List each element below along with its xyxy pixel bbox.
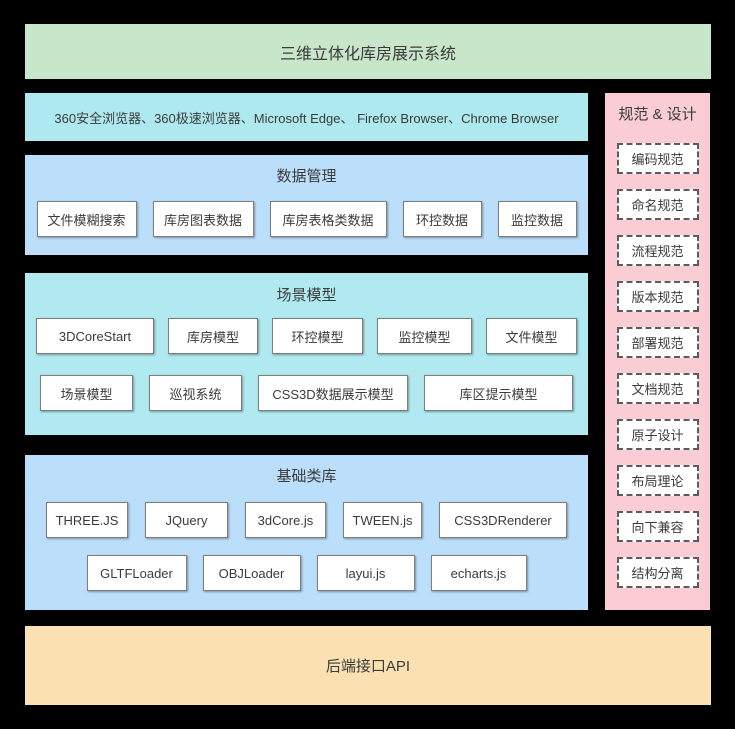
spec-item: 流程规范	[616, 235, 699, 266]
module-box: 文件模糊搜索	[36, 201, 137, 237]
spec-items-list: 编码规范命名规范流程规范版本规范部署规范文档规范原子设计布局理论向下兼容结构分离	[605, 143, 710, 588]
main-column: 360安全浏览器、360极速浏览器、Microsoft Edge、 Firefo…	[25, 93, 588, 610]
backend-api-label: 后端接口API	[325, 658, 411, 675]
spec-item: 向下兼容	[616, 511, 699, 542]
spec-item: 部署规范	[616, 327, 699, 358]
section-title: 数据管理	[276, 168, 337, 185]
spec-item: 命名规范	[616, 189, 699, 220]
module-box: 库区提示模型	[424, 375, 573, 411]
module-box: CSS3D数据展示模型	[258, 375, 408, 411]
module-box: 环控数据	[402, 201, 482, 237]
module-box: 监控数据	[497, 201, 577, 237]
module-box: 库房表格类数据	[269, 201, 387, 237]
box-row: 3DCoreStart 库房模型环控模型监控模型文件模型	[25, 318, 588, 354]
spec-design-panel: 规范 & 设计 编码规范命名规范流程规范版本规范部署规范文档规范原子设计布局理论…	[605, 93, 710, 610]
module-box: THREE.JS	[46, 502, 128, 538]
spec-item: 结构分离	[616, 557, 699, 588]
section-rows: 文件模糊搜索库房图表数据库房表格类数据环控数据监控数据	[25, 201, 588, 237]
section-base-libraries: 基础类库 THREE.JS JQuery 3dCore.js TWEEN.js CSS3…	[25, 455, 588, 610]
module-box: 3dCore.js	[245, 502, 326, 538]
module-box: 场景模型	[40, 375, 133, 411]
module-box: echarts.js	[430, 555, 527, 591]
spec-item: 布局理论	[616, 465, 699, 496]
system-title: 三维立体化库房展示系统	[279, 45, 456, 63]
spec-item: 版本规范	[616, 281, 699, 312]
module-box: layui.js	[316, 555, 415, 591]
module-box: 3DCoreStart	[36, 318, 154, 354]
module-box: JQuery	[145, 502, 228, 538]
module-box: CSS3DRenderer	[439, 502, 567, 538]
section-data-management: 数据管理 文件模糊搜索库房图表数据库房表格类数据环控数据监控数据	[25, 155, 588, 255]
module-box: GLTFLoader	[86, 555, 187, 591]
module-box: 库房模型	[168, 318, 258, 354]
module-box: OBJLoader	[202, 555, 301, 591]
box-row: 场景模型巡视系统 CSS3D数据展示模型库区提示模型	[25, 375, 588, 411]
module-box: 库房图表数据	[152, 201, 254, 237]
backend-api-banner: 后端接口API	[25, 626, 711, 705]
module-box: 监控模型	[377, 318, 472, 354]
box-row: GLTFLoader OBJLoader layui.js echarts.js	[25, 555, 588, 591]
module-box: 巡视系统	[149, 375, 242, 411]
spec-panel-title: 规范 & 设计	[618, 106, 697, 123]
browser-support-label: 360安全浏览器、360极速浏览器、Microsoft Edge、 Firefo…	[54, 110, 559, 126]
section-rows: THREE.JS JQuery 3dCore.js TWEEN.js CSS3DRend…	[25, 502, 588, 591]
system-title-banner: 三维立体化库房展示系统	[25, 24, 711, 79]
spec-item: 原子设计	[616, 419, 699, 450]
module-box: 环控模型	[272, 318, 363, 354]
box-row: THREE.JS JQuery 3dCore.js TWEEN.js CSS3DRend…	[25, 502, 588, 538]
browser-support-bar: 360安全浏览器、360极速浏览器、Microsoft Edge、 Firefo…	[25, 93, 588, 141]
section-title: 基础类库	[276, 468, 337, 485]
section-rows: 3DCoreStart 库房模型环控模型监控模型文件模型场景模型巡视系统 CSS3D…	[25, 318, 588, 411]
box-row: 文件模糊搜索库房图表数据库房表格类数据环控数据监控数据	[25, 201, 588, 237]
section-title: 场景模型	[276, 287, 337, 304]
module-box: 文件模型	[486, 318, 577, 354]
spec-item: 编码规范	[616, 143, 699, 174]
spec-item: 文档规范	[616, 373, 699, 404]
module-box: TWEEN.js	[343, 502, 422, 538]
